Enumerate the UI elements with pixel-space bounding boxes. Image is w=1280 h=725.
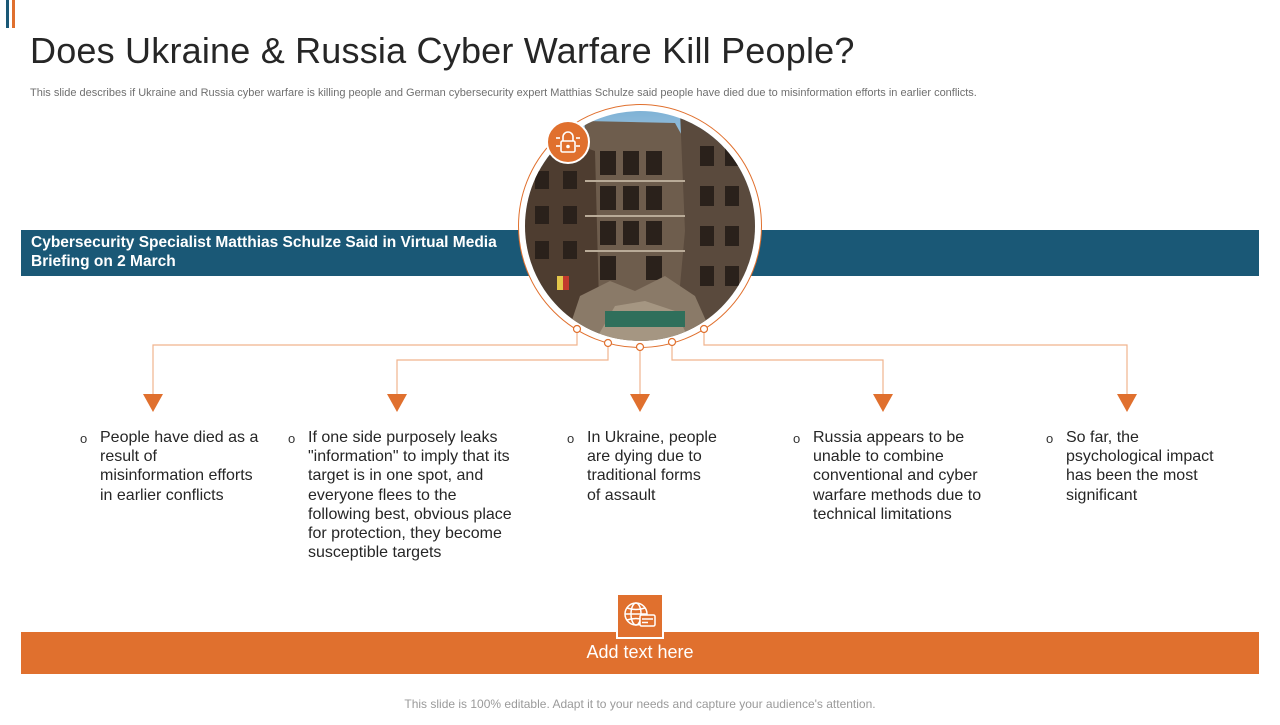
accent-bar-orange	[12, 0, 15, 28]
connector-line-2	[396, 343, 609, 396]
slide-footer: This slide is 100% editable. Adapt it to…	[404, 697, 876, 711]
globe-card-icon	[616, 593, 664, 639]
connector-line-4	[671, 342, 884, 396]
point-text-3: In Ukraine, people are dying due to trad…	[587, 429, 717, 504]
point-item-3: o In Ukraine, people are dying due to tr…	[567, 428, 717, 505]
point-item-1: o People have died as a result of misinf…	[80, 428, 260, 505]
arrow-head-5	[1117, 394, 1137, 412]
point-text-1: People have died as a result of misinfor…	[100, 429, 259, 504]
bottom-banner	[21, 632, 1259, 674]
point-text-2: If one side purposely leaks "information…	[308, 429, 512, 562]
point-text-4: Russia appears to be unable to combine c…	[813, 429, 982, 523]
point-item-2: o If one side purposely leaks "informati…	[288, 428, 513, 562]
point-item-4: o Russia appears to be unable to combine…	[793, 428, 983, 524]
bullet-marker: o	[80, 431, 88, 446]
connector-line-5	[703, 329, 1128, 396]
arrow-head-1	[143, 394, 163, 412]
bullet-marker: o	[567, 431, 575, 446]
lock-circuit-icon	[546, 120, 590, 164]
arrow-head-4	[873, 394, 893, 412]
accent-bar-teal	[6, 0, 9, 28]
bullet-marker: o	[793, 431, 801, 446]
connector-line-1	[152, 329, 578, 396]
arrow-head-3	[630, 394, 650, 412]
point-text-5: So far, the psychological impact has bee…	[1066, 429, 1214, 504]
bottom-banner-text[interactable]: Add text here	[586, 642, 694, 662]
bullet-marker: o	[1046, 431, 1054, 446]
arrow-head-2	[387, 394, 407, 412]
point-item-5: o So far, the psychological impact has b…	[1046, 428, 1226, 505]
page-title: Does Ukraine & Russia Cyber Warfare Kill…	[30, 30, 855, 71]
slide-subtitle: This slide describes if Ukraine and Russ…	[30, 87, 977, 99]
quote-banner-text: Cybersecurity Specialist Matthias Schulz…	[31, 234, 497, 270]
bullet-marker: o	[288, 431, 296, 446]
